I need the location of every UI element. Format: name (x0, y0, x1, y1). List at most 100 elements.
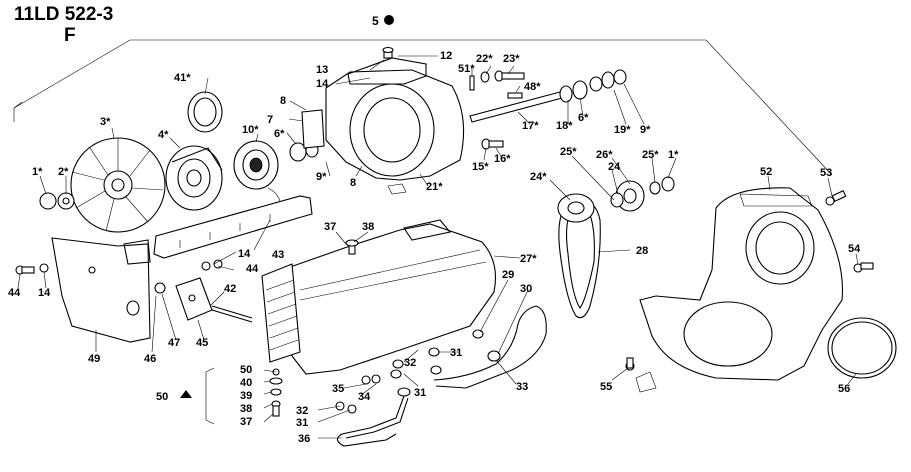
baffle-rail-43 (153, 195, 313, 259)
callout-34: 34 (358, 391, 371, 403)
callout-30: 30 (520, 283, 532, 295)
rear-cover (635, 187, 844, 393)
callout-9-right: 9* (640, 124, 651, 136)
rod-42 (211, 305, 253, 323)
washer-22 (480, 71, 490, 83)
callout-9-left: 9* (316, 171, 327, 183)
callout-32-lower: 32 (296, 405, 308, 417)
kit-marker: 5 (372, 14, 394, 28)
callout-13: 13 (316, 64, 328, 76)
callout-24: 24 (608, 161, 621, 173)
callout-26: 26* (596, 149, 613, 161)
callout-27: 27* (520, 253, 537, 265)
leader-lines (17, 55, 859, 439)
callout-43: 43 (272, 249, 284, 261)
callout-33: 33 (516, 381, 528, 393)
callout-8-upper: 8 (280, 95, 286, 107)
callout-50-kit: 50 (156, 391, 168, 403)
bolt-23 (494, 70, 525, 82)
callout-52: 52 (760, 166, 772, 178)
oil-pipe-33 (433, 305, 547, 389)
fitting-31-32 (335, 329, 501, 414)
model-title: 11LD 522-3 (14, 4, 114, 25)
alternator-rotor (233, 140, 282, 225)
callout-17: 17* (522, 120, 539, 132)
bolt-13 (382, 46, 394, 59)
fan-shroud (325, 57, 465, 195)
callout-24-belt: 24* (530, 171, 547, 183)
callout-15: 15* (472, 161, 489, 173)
callout-14-left: 14 (38, 287, 51, 299)
callout-25-right: 25* (642, 149, 659, 161)
callout-6-right: 6* (578, 112, 589, 124)
callout-4: 4* (158, 129, 169, 141)
callout-45: 45 (196, 337, 208, 349)
callout-8-lower: 8 (350, 177, 356, 189)
callout-25-left: 25* (560, 146, 577, 158)
callout-44-left: 44 (8, 287, 21, 299)
callout-49: 49 (88, 353, 100, 365)
fan-hub (165, 145, 223, 211)
callout-36: 36 (298, 433, 310, 445)
cooling-fan (70, 137, 166, 233)
callout-39: 39 (240, 390, 252, 402)
bolt-54 (853, 262, 874, 273)
callout-56: 56 (838, 383, 850, 395)
washer-47 (154, 282, 166, 294)
callout-19: 19* (614, 124, 631, 136)
callout-41: 41* (174, 72, 191, 84)
drive-belt (558, 199, 601, 319)
callout-54: 54 (848, 243, 861, 255)
side-plate-49 (51, 237, 151, 343)
bolt-16 (481, 138, 504, 150)
drive-shaft (469, 69, 627, 123)
callout-14: 14 (316, 78, 329, 90)
kit-bracket (13, 39, 833, 176)
callout-12: 12 (440, 50, 452, 62)
callout-6-left: 6* (274, 128, 285, 140)
bracket-8 (301, 109, 325, 149)
callout-16: 16* (494, 153, 511, 165)
bolt-55 (625, 357, 635, 371)
bolt-44-mid (201, 259, 223, 271)
bolt-53 (825, 190, 847, 206)
callout-47: 47 (168, 337, 180, 349)
air-duct (261, 219, 497, 375)
bracket-45 (175, 277, 213, 321)
callout-38-stack: 38 (240, 403, 252, 415)
callout-51: 51* (458, 63, 475, 75)
kit-bullet (384, 15, 394, 25)
callout-38-top: 38 (362, 221, 374, 233)
oil-pipe-36 (336, 395, 409, 447)
callout-44-mid: 44 (246, 263, 259, 275)
callout-7: 7 (267, 114, 273, 126)
ring-41 (187, 91, 223, 133)
callout-50-stack: 50 (240, 364, 252, 376)
callout-1-right: 1* (668, 149, 679, 161)
callout-21: 21* (426, 181, 443, 193)
callout-18: 18* (556, 120, 573, 132)
key-48 (507, 92, 523, 99)
callout-14-mid: 14 (238, 248, 251, 260)
gasket-56 (827, 317, 897, 379)
callout-28: 28 (636, 245, 648, 257)
group-letter: F (64, 25, 76, 46)
callout-23: 23* (503, 53, 520, 65)
callout-32-mid: 32 (404, 357, 416, 369)
callout-31-lower: 31 (296, 417, 308, 429)
callout-46: 46 (144, 353, 156, 365)
callout-labels: 12 13 14 22* 23* 51* 48* 41* 7 8 3* 4* 1… (8, 50, 861, 445)
callout-1-left: 1* (32, 166, 43, 178)
callout-22: 22* (476, 53, 493, 65)
callout-48: 48* (524, 81, 541, 93)
callout-37-stack: 37 (240, 416, 252, 428)
callout-29: 29 (502, 269, 514, 281)
pulley-24 (557, 176, 675, 223)
callout-53: 53 (820, 167, 832, 179)
callout-55: 55 (600, 381, 612, 393)
callout-10: 10* (242, 124, 259, 136)
bolt-44-left (15, 263, 49, 275)
callout-2: 2* (58, 166, 69, 178)
